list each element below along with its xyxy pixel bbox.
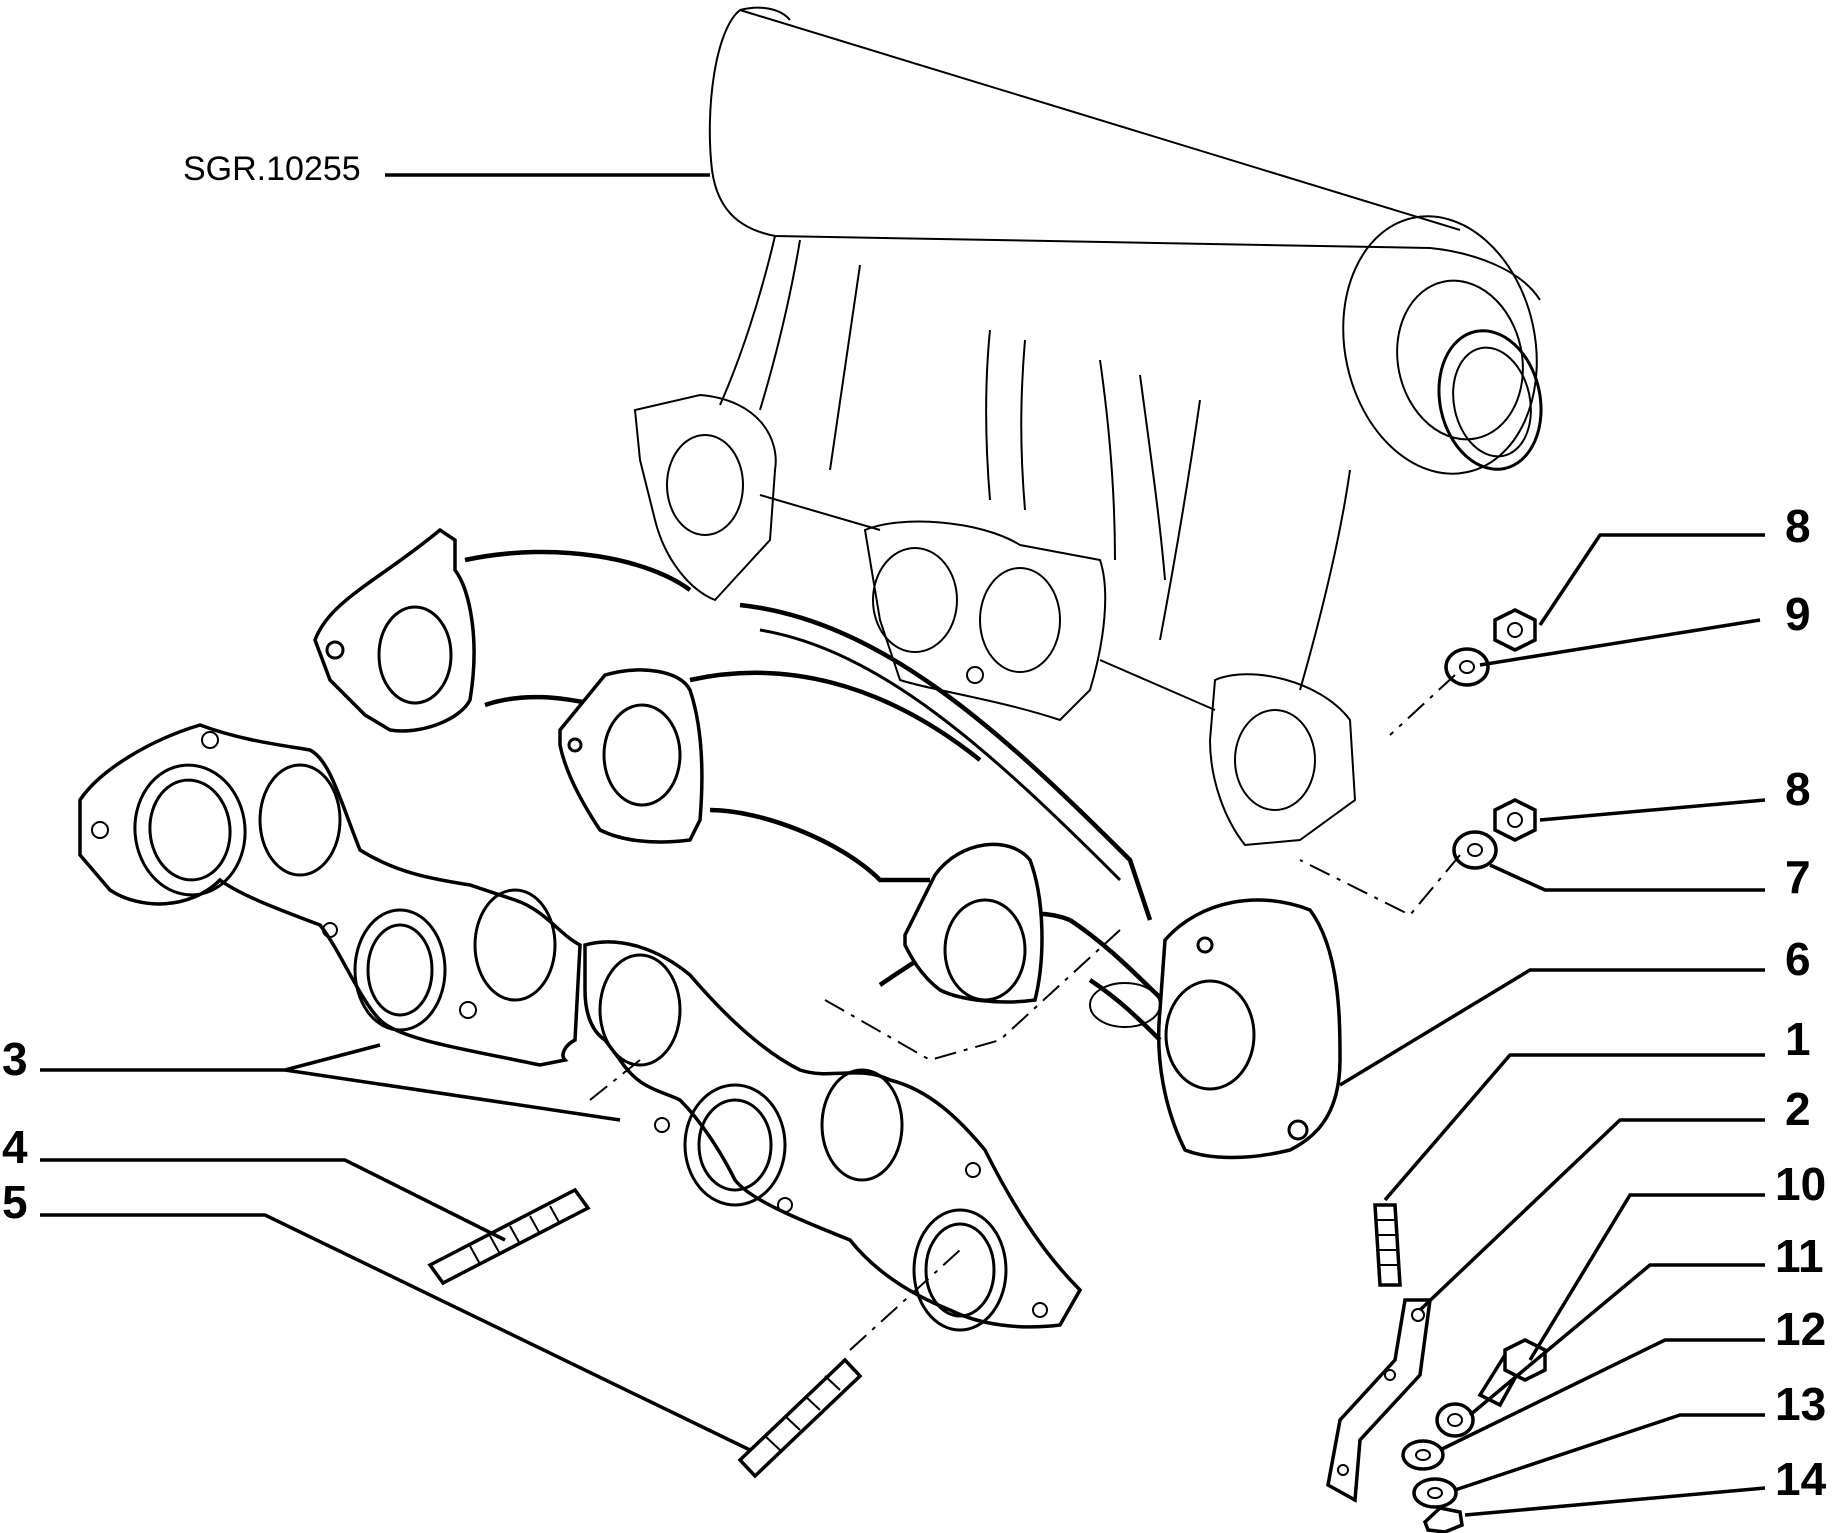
reference-code: SGR.10255: [183, 150, 361, 188]
washer-11: [1435, 1402, 1475, 1438]
callout-3: 3: [2, 1033, 28, 1085]
callout-6: 6: [1785, 933, 1811, 985]
nut-14: [1422, 1506, 1464, 1533]
callout-12: 12: [1775, 1303, 1826, 1355]
washer-7: [1452, 830, 1498, 870]
callout-4: 4: [2, 1121, 28, 1173]
callout-13: 13: [1775, 1378, 1826, 1430]
manifold-gasket: [78, 723, 1083, 1332]
callout-11: 11: [1775, 1230, 1824, 1282]
callout-9: 9: [1785, 588, 1811, 640]
callout-8-lower: 8: [1785, 763, 1811, 815]
callout-10: 10: [1775, 1158, 1826, 1210]
callout-14: 14: [1775, 1453, 1827, 1505]
nut-8-upper: [1493, 608, 1537, 652]
labels: SGR.10255 8 9 8 7 6 1 2 10 11 12 13 14 3…: [2, 150, 1827, 1505]
stud-4: [427, 1187, 591, 1286]
callout-7: 7: [1785, 851, 1811, 903]
callout-5: 5: [2, 1176, 28, 1228]
bracket: [1326, 1298, 1432, 1503]
exhaust-manifold: [313, 527, 1342, 1160]
callout-8-upper: 8: [1785, 500, 1811, 552]
callout-2: 2: [1785, 1083, 1811, 1135]
leader-lines: [40, 173, 1766, 1517]
callout-1: 1: [1785, 1013, 1811, 1065]
washer-12: [1401, 1439, 1445, 1471]
assembly-lines: [589, 674, 1461, 1351]
stud-1: [1373, 1203, 1402, 1287]
intake-manifold: [633, 6, 1543, 847]
stud-5: [737, 1357, 863, 1479]
nut-8-lower: [1493, 798, 1537, 842]
washer-13: [1412, 1477, 1458, 1509]
washer-9: [1444, 647, 1490, 687]
